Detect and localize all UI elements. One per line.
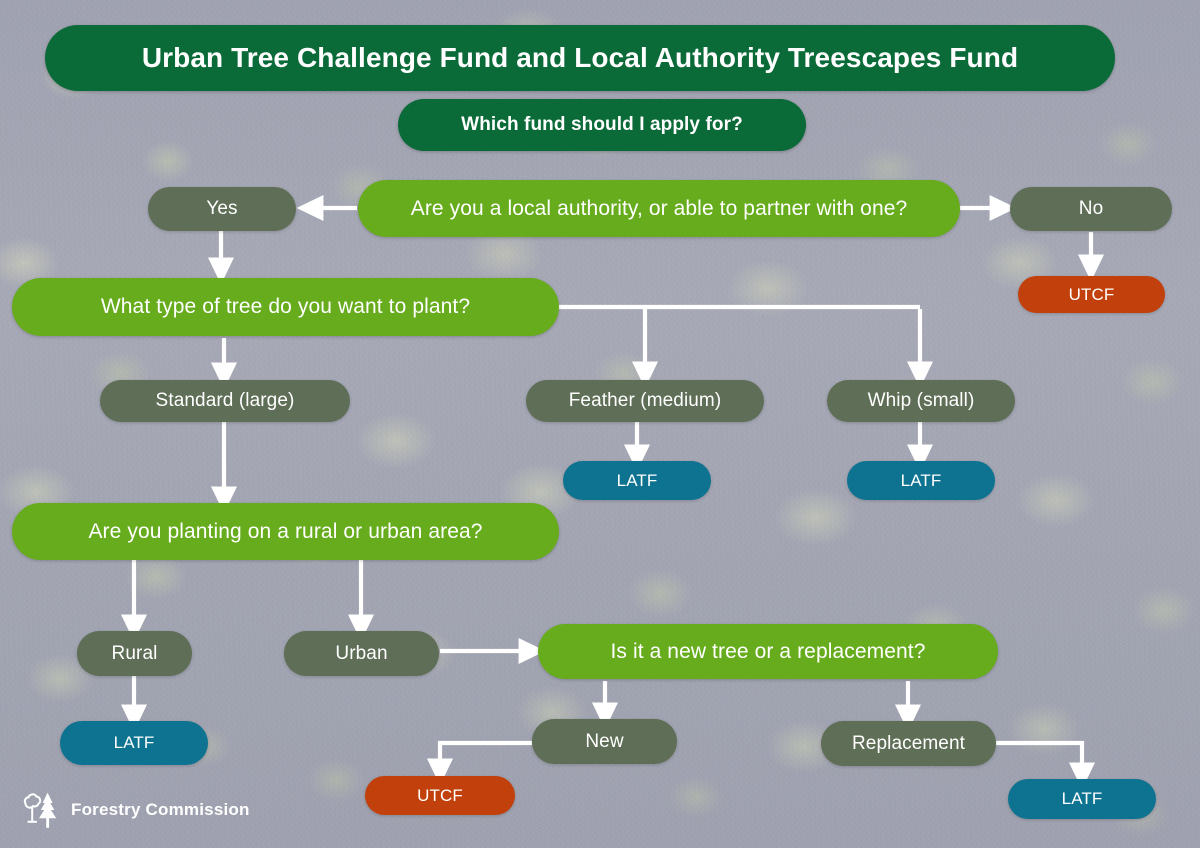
question-tree-type: What type of tree do you want to plant? <box>12 278 559 336</box>
answer-whip-small: Whip (small) <box>827 380 1015 422</box>
answer-rural-label: Rural <box>111 642 158 664</box>
outcome-latf-replacement: LATF <box>1008 779 1156 819</box>
answer-new-label: New <box>585 730 624 752</box>
question-rural-or-urban-label: Are you planting on a rural or urban are… <box>88 519 483 543</box>
outcome-latf-whip-label: LATF <box>900 470 942 490</box>
outcome-latf-feather-label: LATF <box>616 470 658 490</box>
question-rural-or-urban: Are you planting on a rural or urban are… <box>12 503 559 560</box>
connector-replacement-to-latf <box>996 740 1096 790</box>
outcome-utcf-new-label: UTCF <box>417 785 463 805</box>
forestry-commission-logo-mark <box>23 792 57 828</box>
forestry-commission-logo-text: Forestry Commission <box>71 800 250 819</box>
conifer-tree-icon <box>39 792 57 828</box>
broadleaf-tree-icon <box>23 793 42 823</box>
outcome-utcf-no-branch: UTCF <box>1018 276 1165 313</box>
answer-replacement: Replacement <box>821 721 996 766</box>
answer-replacement-label: Replacement <box>851 732 966 754</box>
answer-standard-large: Standard (large) <box>100 380 350 422</box>
subtitle-text: Which fund should I apply for? <box>461 114 743 135</box>
answer-urban: Urban <box>284 631 439 676</box>
question-new-or-replacement: Is it a new tree or a replacement? <box>538 624 998 679</box>
forestry-commission-logo: Forestry Commission <box>18 790 250 830</box>
connector-new-to-utcf <box>426 740 532 786</box>
outcome-utcf-no-branch-label: UTCF <box>1068 284 1115 304</box>
answer-whip-small-label: Whip (small) <box>867 390 975 411</box>
answer-feather-medium-label: Feather (medium) <box>568 390 722 411</box>
question-tree-type-label: What type of tree do you want to plant? <box>100 295 471 318</box>
question-local-authority: Are you a local authority, or able to pa… <box>358 180 960 237</box>
answer-no-label: No <box>1078 198 1104 219</box>
outcome-latf-rural-label: LATF <box>113 733 155 752</box>
answer-standard-large-label: Standard (large) <box>155 390 295 411</box>
outcome-latf-whip: LATF <box>847 461 995 500</box>
page-title: Urban Tree Challenge Fund and Local Auth… <box>141 42 1019 73</box>
outcome-latf-replacement-label: LATF <box>1061 789 1103 808</box>
answer-yes-label: Yes <box>206 198 238 219</box>
answer-new: New <box>532 719 677 764</box>
question-new-or-replacement-label: Is it a new tree or a replacement? <box>610 639 926 663</box>
question-local-authority-label: Are you a local authority, or able to pa… <box>410 196 908 220</box>
outcome-utcf-new: UTCF <box>365 776 515 815</box>
outcome-latf-rural: LATF <box>60 721 208 765</box>
answer-yes: Yes <box>148 187 296 231</box>
page-title-banner: Urban Tree Challenge Fund and Local Auth… <box>45 25 1115 91</box>
answer-rural: Rural <box>77 631 192 676</box>
subtitle-banner: Which fund should I apply for? <box>398 99 806 151</box>
answer-urban-label: Urban <box>335 642 388 664</box>
outcome-latf-feather: LATF <box>563 461 711 500</box>
answer-feather-medium: Feather (medium) <box>526 380 764 422</box>
answer-no: No <box>1010 187 1172 231</box>
